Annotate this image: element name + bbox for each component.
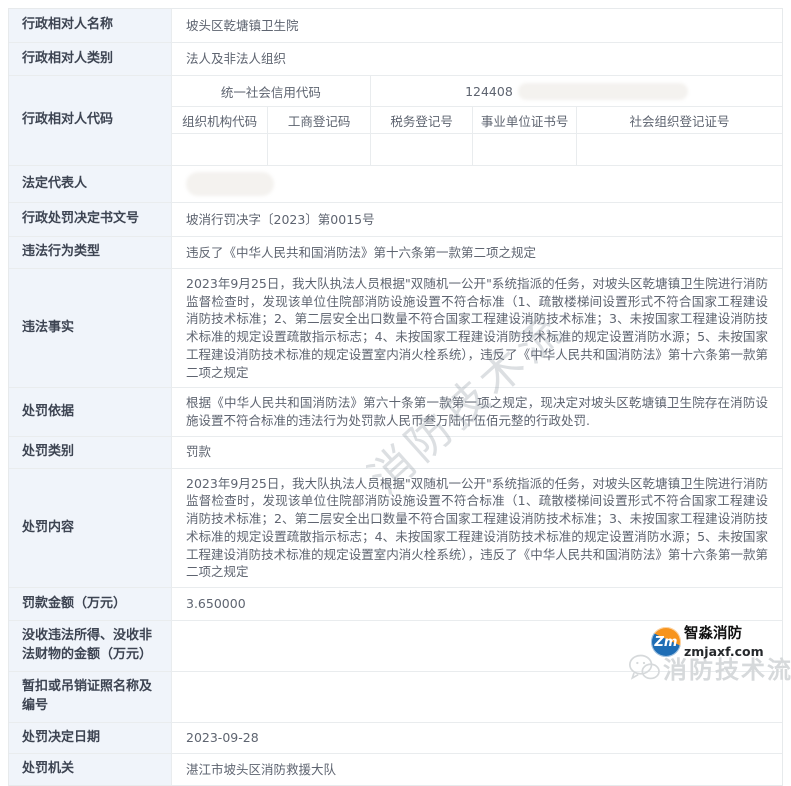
footer-watermark-text: 消防技术流 [663,656,791,684]
table-row-violation-type: 违法行为类型 违反了《中华人民共和国消防法》第十六条第一款第二项之规定 [9,237,782,269]
row-value: 坡头区乾塘镇卫生院 [172,9,782,42]
usci-value: 124408 [371,76,782,106]
code-header-cell: 工商登记码 [268,107,371,133]
row-label: 法定代表人 [9,166,172,202]
table-row-violation-fact: 违法事实 2023年9月25日，我大队执法人员根据"双随机一公开"系统指派的任务… [9,268,782,389]
code-header-cell: 社会组织登记证号 [629,113,730,129]
row-value: 2023-09-28 [172,722,782,754]
row-label: 暂扣或吊销证照名称及编号 [9,671,172,722]
footer-gray-watermark: 消防技术流 [627,650,791,685]
row-label: 违法事实 [9,268,172,388]
row-label: 处罚内容 [9,468,172,588]
table-row-fine-amount: 罚款金额（万元） 3.650000 [9,588,782,622]
table-row-legal-rep: 法定代表人 [9,166,782,203]
row-label: 罚款金额（万元） [9,588,172,621]
row-value [172,166,782,202]
row-value: 法人及非法人组织 [172,43,782,75]
row-value: 违反了《中华人民共和国消防法》第十六条第一款第二项之规定 [172,237,782,268]
row-label: 行政处罚决定书文号 [9,203,172,236]
row-value: 罚款 [172,436,782,468]
row-value: 3.650000 [172,588,782,621]
row-label: 行政相对人类别 [9,43,172,75]
row-label: 处罚依据 [9,388,172,436]
row-label: 违法行为类型 [9,237,172,268]
code-empty-cell [473,134,577,165]
code-header-cell: 组织机构代码 [172,107,269,133]
brand-logo-block: Zm 智淼消防 zmjaxf.com [651,626,764,659]
row-value: 2023年9月25日，我大队执法人员根据"双随机一公开"系统指派的任务，对坡头区… [172,468,782,588]
table-row-authority: 处罚机关 湛江市坡头区消防救援大队 [9,754,782,786]
footer-brand-area: 消防技术流 Zm 智淼消防 zmjaxf.com [627,626,791,685]
row-label: 处罚决定日期 [9,722,172,754]
table-row-doc-no: 行政处罚决定书文号 坡消行罚决字〔2023〕第0015号 [9,203,782,237]
row-label: 行政相对人代码 [9,76,172,165]
code-empty-cell [172,134,269,165]
table-row-penalty-category: 处罚类别 罚款 [9,436,782,469]
brand-domain: zmjaxf.com [684,643,764,659]
code-empty-cell [268,134,371,165]
usci-redaction-blur [517,82,688,100]
row-value: 2023年9月25日，我大队执法人员根据"双随机一公开"系统指派的任务，对坡头区… [172,268,782,388]
code-subtable-empty-row [172,134,782,165]
code-subtable-header-row: 组织机构代码 工商登记码 税务登记号 事业单位证书号 社会组织登记证号 [172,107,782,134]
row-label: 没收违法所得、没收非法财物的金额（万元） [9,621,172,671]
table-row-category: 行政相对人类别 法人及非法人组织 [9,43,782,76]
row-label: 处罚机关 [9,754,172,786]
code-empty-cell [371,134,474,165]
code-subtable-usci-row: 统一社会信用代码 124408 [172,76,782,107]
usci-value-text: 124408 [465,83,513,99]
row-value: 根据《中华人民共和国消防法》第六十条第一款第一项之规定，现决定对坡头区乾塘镇卫生… [172,388,782,436]
row-value: 坡消行罚决字〔2023〕第0015号 [172,203,782,236]
row-value: 湛江市坡头区消防救援大队 [172,754,782,786]
usci-label: 统一社会信用代码 [172,76,371,106]
legal-rep-redaction-blur [186,172,274,196]
code-header-cell: 事业单位证书号 [473,107,577,133]
brand-text-block: 智淼消防 zmjaxf.com [684,626,764,659]
table-row-penalty-content: 处罚内容 2023年9月25日，我大队执法人员根据"双随机一公开"系统指派的任务… [9,468,782,589]
code-header-cell: 税务登记号 [371,107,474,133]
table-row-code: 行政相对人代码 统一社会信用代码 124408 组织机构代码 工商登记码 税务登… [9,76,782,166]
brand-name: 智淼消防 [684,626,742,642]
code-empty-cell [577,134,782,165]
table-row-decision-date: 处罚决定日期 2023-09-28 [9,722,782,755]
code-subtable: 统一社会信用代码 124408 组织机构代码 工商登记码 税务登记号 事业单位证… [172,76,782,165]
brand-logo-icon: Zm [651,627,681,657]
wechat-icon [629,654,660,680]
table-row-penalty-basis: 处罚依据 根据《中华人民共和国消防法》第六十条第一款第一项之规定，现决定对坡头区… [9,388,782,437]
table-row-name: 行政相对人名称 坡头区乾塘镇卫生院 [9,9,782,43]
row-label: 行政相对人名称 [9,9,172,42]
row-label: 处罚类别 [9,436,172,468]
